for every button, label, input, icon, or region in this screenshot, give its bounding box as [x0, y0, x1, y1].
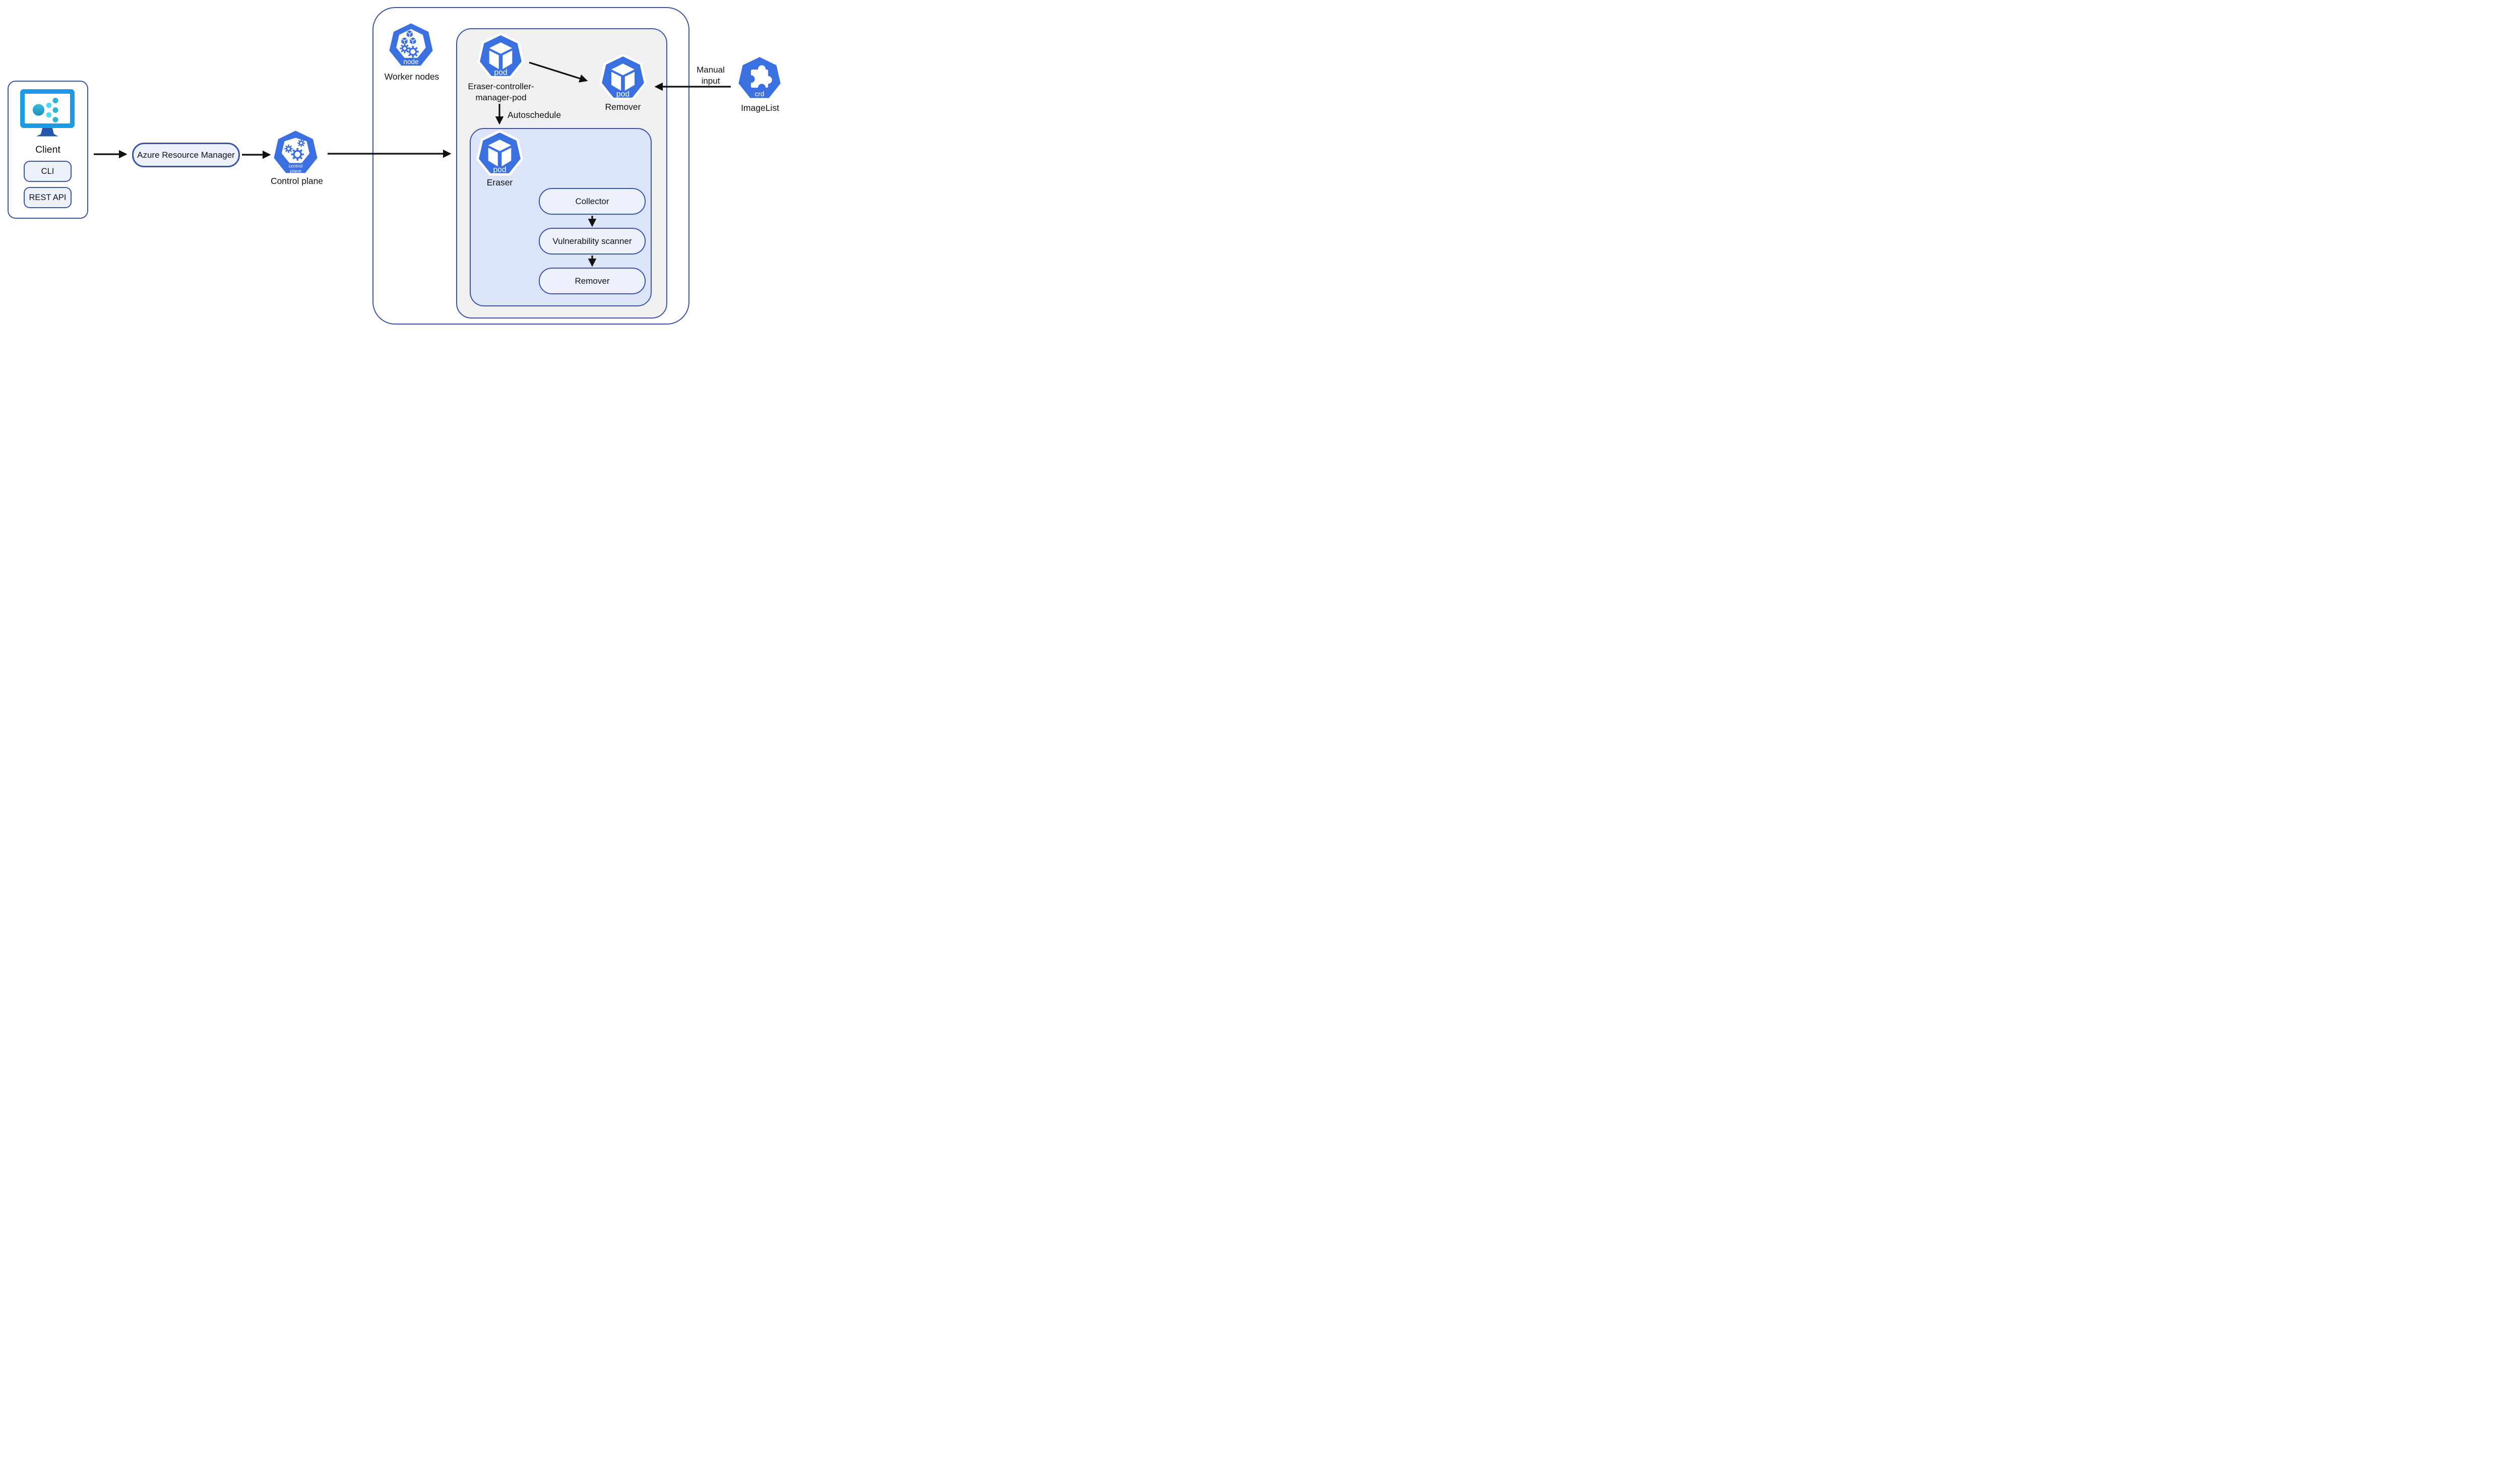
worker-nodes-icon: node [389, 23, 433, 66]
pipeline-remover-box: Remover [539, 268, 646, 294]
autoschedule-label: Autoschedule [508, 110, 561, 120]
collector-box: Collector [539, 188, 646, 215]
eraser-pod-icon: pod [476, 130, 524, 176]
cli-label: CLI [41, 166, 54, 176]
manual-input-label-line2: input [701, 76, 720, 86]
azure-resource-manager-label: Azure Resource Manager [137, 150, 235, 160]
worker-nodes-icon-text: node [404, 58, 419, 66]
eraser-controller-manager-pod-label-line2: manager-pod [475, 92, 527, 102]
pipeline-remover-label: Remover [575, 276, 610, 286]
manual-input-label-line1: Manual [697, 65, 725, 75]
rest-api-button: REST API [24, 187, 72, 208]
imagelist-label: ImageList [741, 103, 779, 113]
remover-pod-label: Remover [605, 102, 641, 112]
imagelist-crd-icon-text: crd [755, 90, 765, 98]
client-label: Client [35, 144, 60, 155]
control-plane-label: Control plane [270, 176, 324, 186]
control-plane-icon: control plane [274, 131, 318, 174]
manual-input-label: Manual input [685, 65, 736, 86]
eraser-architecture-diagram: Client CLI REST API Azure Resource Manag… [0, 0, 787, 328]
eraser-controller-manager-pod-icon-text: pod [494, 69, 507, 77]
eraser-controller-manager-pod-icon: pod [477, 33, 525, 79]
eraser-controller-manager-pod-label: Eraser-controller- manager-pod [455, 81, 547, 103]
remover-pod-icon-text: pod [616, 90, 629, 98]
rest-api-label: REST API [29, 193, 67, 202]
eraser-controller-manager-pod-label-line1: Eraser-controller- [468, 82, 534, 91]
remover-pod-icon: pod [599, 54, 647, 100]
client-monitor-icon [20, 89, 75, 137]
worker-nodes-label: Worker nodes [384, 72, 439, 82]
azure-resource-manager-box: Azure Resource Manager [132, 143, 240, 167]
eraser-pod-label: Eraser [486, 177, 513, 187]
cli-button: CLI [24, 161, 72, 182]
imagelist-crd-icon: crd [738, 57, 781, 98]
collector-label: Collector [575, 196, 609, 206]
eraser-pod-icon-text: pod [493, 166, 506, 174]
control-plane-icon-text-line1: control [289, 163, 303, 168]
control-plane-icon-text-line2: plane [290, 169, 301, 174]
vulnerability-scanner-label: Vulnerability scanner [552, 236, 632, 246]
vulnerability-scanner-box: Vulnerability scanner [539, 228, 646, 255]
